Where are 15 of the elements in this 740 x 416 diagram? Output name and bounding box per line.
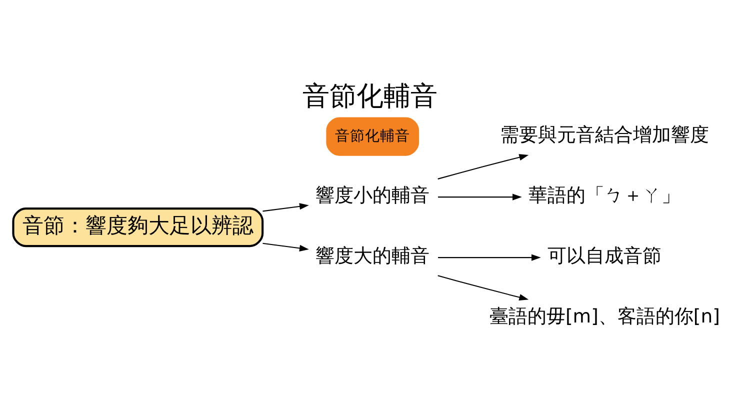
node-box: 音節：響度夠大足以辨認	[12, 207, 264, 248]
node-text: 響度大的輔音	[316, 246, 430, 268]
node-text: 華語的「ㄅ＋ㄚ」	[528, 186, 681, 207]
arrow	[262, 242, 309, 252]
diagram-title: 音節化輔音	[302, 81, 438, 112]
arrow	[262, 203, 309, 212]
node-text: 需要與元音結合增加響度	[500, 125, 710, 146]
node-text: 響度小的輔音	[316, 186, 430, 207]
node-text: 臺語的毋[m]、客語的你[n]	[489, 306, 720, 328]
arrow	[438, 275, 529, 300]
node-text: 可以自成音節	[548, 246, 662, 268]
node-box: 音節化輔音	[326, 117, 420, 156]
arrow	[438, 194, 522, 200]
arrow	[438, 254, 541, 261]
arrow	[438, 154, 529, 180]
